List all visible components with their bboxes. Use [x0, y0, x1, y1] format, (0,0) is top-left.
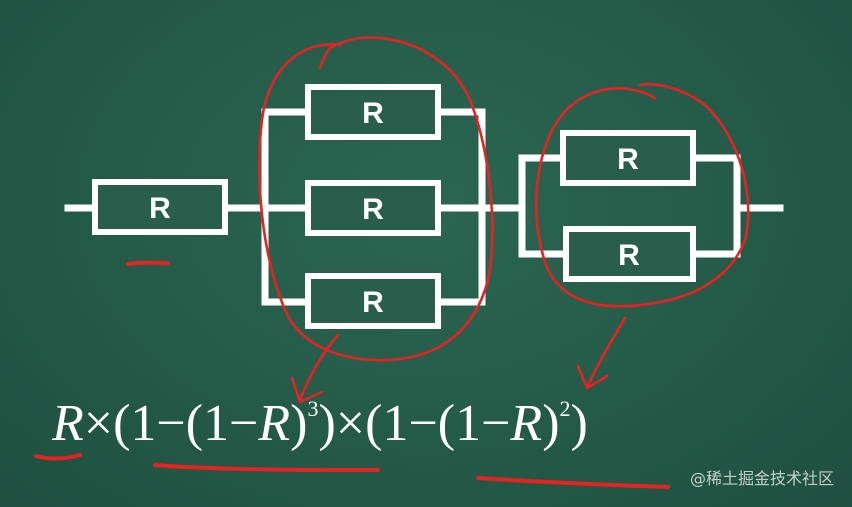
formula-exponent: 3: [307, 395, 319, 421]
reliability-formula: R×(1−(1−R)3)×(1−(1−R)2): [52, 394, 588, 453]
underline-series: [126, 260, 170, 266]
formula-exponent: 2: [559, 395, 571, 421]
circle-parallel2: [534, 83, 750, 308]
formula-term: ×(1−(1−: [83, 395, 259, 452]
underline-term1: [153, 463, 380, 472]
arrow-parallel3: [298, 333, 340, 402]
resistor-series: R: [92, 179, 228, 235]
resistor-parallel3-bottom: R: [305, 273, 441, 329]
red-annotations: [34, 36, 750, 489]
resistor-label: R: [362, 193, 384, 226]
resistor-label: R: [362, 97, 384, 130]
formula-term: )×(1−(1−: [318, 395, 511, 452]
formula-term: ): [290, 395, 308, 452]
resistor-parallel3-top: R: [305, 84, 441, 140]
underline-term2: [476, 476, 670, 489]
arrow-parallel2: [586, 316, 627, 387]
underline-R: [34, 453, 82, 461]
formula-var: R: [510, 395, 543, 452]
resistor-label: R: [149, 192, 171, 225]
resistor-label: R: [617, 143, 639, 176]
formula-term: ): [542, 395, 560, 452]
circle-parallel3: [258, 36, 494, 362]
formula-var: R: [258, 395, 291, 452]
resistor-parallel3-mid: R: [305, 180, 441, 236]
formula-var: R: [52, 395, 84, 452]
resistor-label: R: [618, 239, 640, 272]
resistor-parallel2-bottom: R: [563, 226, 696, 282]
formula-term: ): [570, 395, 588, 452]
resistor-label: R: [362, 286, 384, 319]
resistor-parallel2-top: R: [560, 130, 696, 186]
watermark: @稀土掘金技术社区: [689, 469, 834, 488]
